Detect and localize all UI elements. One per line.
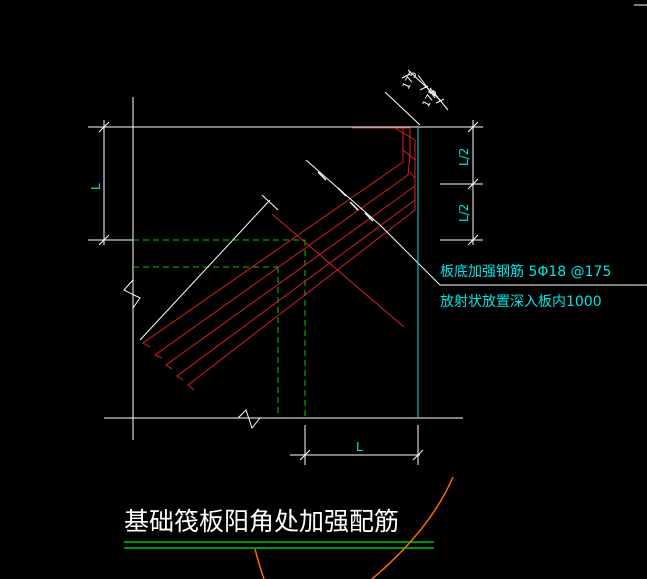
break-symbol-left xyxy=(123,279,141,309)
dim-bottom-L: L xyxy=(356,440,363,454)
diagonal-reference xyxy=(139,159,381,341)
note-leader-line xyxy=(379,224,647,286)
spacing-label-1: 175 xyxy=(401,69,420,91)
rebar-5 xyxy=(187,171,416,391)
spacing-label-2: 175 xyxy=(421,87,440,109)
green-guide-lines xyxy=(133,239,306,418)
orange-arcs xyxy=(254,476,454,579)
right-dimension xyxy=(440,120,483,246)
dim-left-L: L xyxy=(89,183,103,190)
rebar-4 xyxy=(176,149,416,381)
bottom-dimension xyxy=(290,425,424,465)
dim-half-2: L/2 xyxy=(457,204,471,222)
left-dimension xyxy=(88,120,133,246)
drawing-title: 基础筏板阳角处加强配筋 xyxy=(124,507,399,536)
note-line-1: 板底加强钢筋 5Φ18 @175 xyxy=(440,263,611,280)
note-line-2: 放射状放置深入板内1000 xyxy=(440,294,602,310)
title-underline xyxy=(124,541,434,549)
diagonal-ticks xyxy=(317,171,374,222)
radial-rebars xyxy=(142,127,416,391)
dim-half-1: L/2 xyxy=(457,148,471,166)
break-symbol-bottom xyxy=(237,409,261,430)
slab-outline xyxy=(88,97,483,440)
rebar-2 xyxy=(153,127,411,359)
spacing-dimension xyxy=(384,69,449,126)
rebar-3 xyxy=(165,127,416,370)
rebar-cross-bar xyxy=(271,213,405,328)
